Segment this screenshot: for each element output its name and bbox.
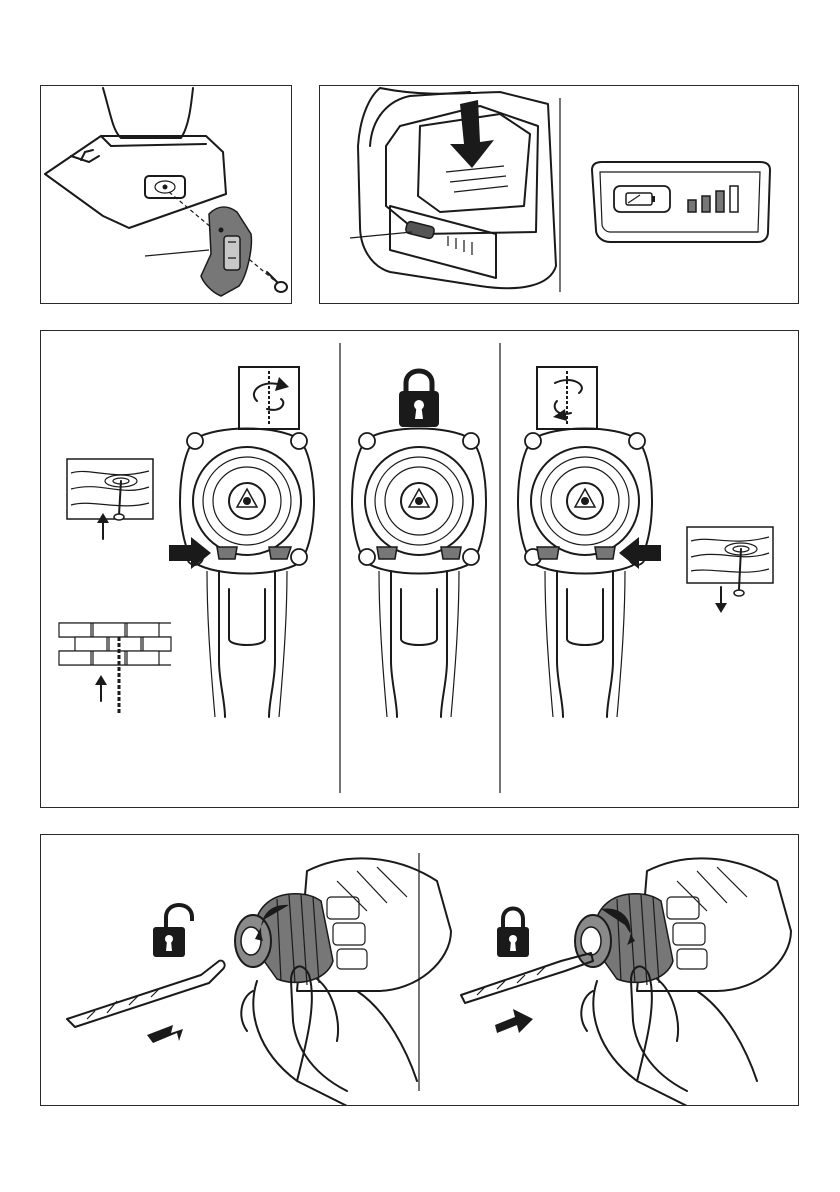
brick-drill-icon xyxy=(59,623,171,715)
drill-head-reverse xyxy=(518,429,652,718)
forward-rotation-icon xyxy=(239,367,299,429)
battery-level-bars xyxy=(688,186,738,212)
drill-head-lock xyxy=(352,429,486,718)
figure-battery-indicator xyxy=(319,85,799,304)
figure-belt-clip xyxy=(40,85,292,304)
drill-bit-out xyxy=(67,961,225,1027)
figure-direction-switch xyxy=(40,330,799,808)
pull-out-arrow-icon xyxy=(147,1025,183,1043)
wood-screw-in-icon xyxy=(67,459,153,539)
indicator-button xyxy=(405,221,435,239)
battery-illustration xyxy=(320,86,798,303)
reverse-rotation-icon xyxy=(537,367,597,429)
push-in-arrow-icon xyxy=(495,1009,533,1033)
figure-keyless-chuck xyxy=(40,834,799,1106)
lock-icon xyxy=(399,371,439,427)
belt-clip-illustration xyxy=(41,86,291,303)
lock-icon xyxy=(497,909,529,958)
chuck-lock-drawing xyxy=(575,858,791,1105)
wood-screw-out-icon xyxy=(687,527,773,613)
chuck-illustration xyxy=(41,835,798,1105)
direction-switch-illustration xyxy=(41,331,798,807)
unlock-icon xyxy=(153,905,192,957)
screw-icon xyxy=(267,272,287,292)
battery-level-panel xyxy=(592,162,770,242)
battery-button xyxy=(614,186,670,212)
press-arrow-icon xyxy=(450,100,494,168)
drill-bit-in xyxy=(461,953,593,1003)
drill-head-forward xyxy=(180,429,314,718)
